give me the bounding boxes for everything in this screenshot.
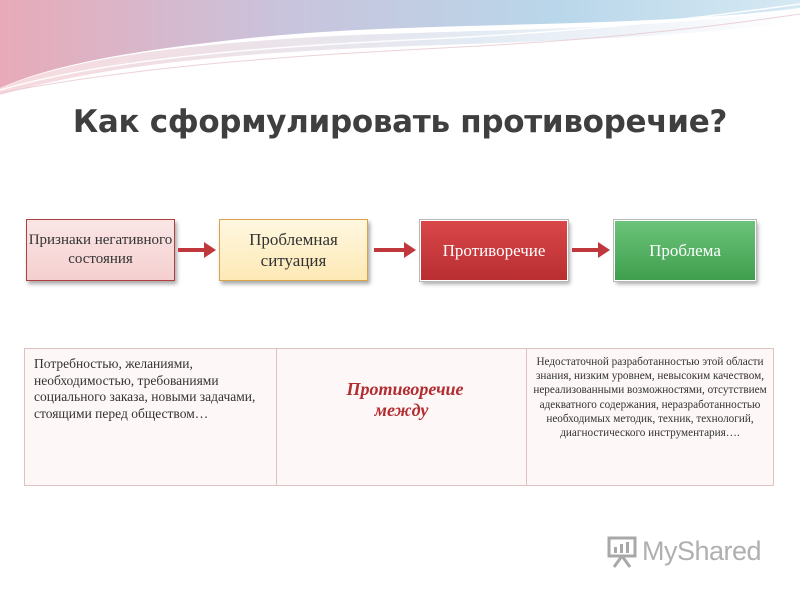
watermark-logo: MyShared: [606, 534, 762, 568]
presentation-board-icon: [607, 536, 637, 568]
arrow-right-icon: [572, 242, 610, 258]
slide-title: Как сформулировать противоречие?: [72, 104, 728, 140]
arrow-right-icon: [374, 242, 416, 258]
arrow-right-icon: [178, 242, 216, 258]
contradiction-box: Противоречие: [419, 219, 569, 282]
signs-of-negative-state-box: Признаки негативного состояния: [26, 219, 175, 281]
contradiction-between-label: Противоречие между: [346, 379, 464, 420]
decorative-banner: [0, 0, 800, 95]
needs-cell: Потребностью, желаниями, необходимостью,…: [25, 349, 277, 485]
problem-box: Проблема: [613, 219, 757, 282]
watermark-text: MyShared: [642, 535, 762, 566]
problem-situation-box: Проблемная ситуация: [219, 219, 368, 281]
contradiction-table: Потребностью, желаниями, необходимостью,…: [24, 348, 774, 486]
insufficiency-cell: Недостаточной разработанностью этой обла…: [533, 356, 767, 440]
contradiction-between-cell: Противоречие между: [277, 349, 527, 485]
